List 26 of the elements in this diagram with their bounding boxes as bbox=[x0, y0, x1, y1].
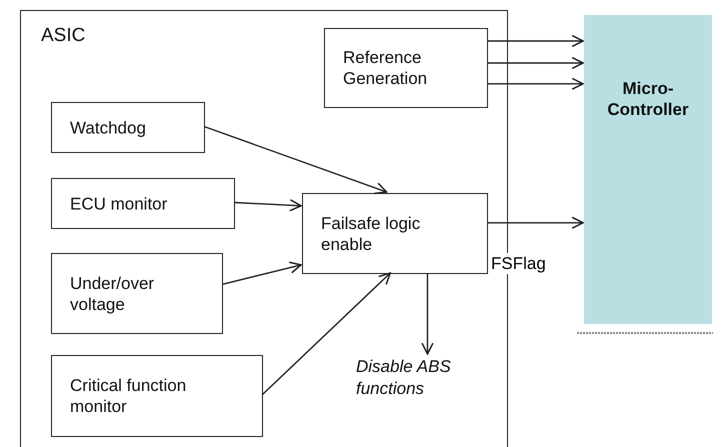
block-label: Critical function monitor bbox=[70, 375, 188, 417]
arrow bbox=[222, 261, 302, 286]
block-box bbox=[302, 193, 488, 274]
arrow bbox=[487, 34, 584, 48]
arrow bbox=[487, 216, 584, 229]
block-label: Watchdog bbox=[70, 117, 147, 138]
block-label: ECU monitor bbox=[70, 193, 168, 214]
block-box bbox=[51, 253, 223, 334]
block-title: ASIC bbox=[41, 25, 86, 46]
arrow bbox=[204, 126, 388, 194]
output-text: Disable ABS functions bbox=[356, 356, 506, 400]
block-label: Failsafe logic enable bbox=[321, 212, 422, 254]
arrow bbox=[234, 199, 302, 212]
arrow bbox=[487, 78, 584, 90]
controller-block bbox=[584, 15, 712, 324]
arrow bbox=[262, 272, 392, 396]
block-label: Under/over voltage bbox=[70, 272, 156, 314]
block-label: Micro- Controller bbox=[606, 78, 690, 120]
block-box bbox=[51, 102, 205, 153]
arrow bbox=[421, 273, 434, 355]
arrow bbox=[487, 56, 584, 70]
block-box bbox=[51, 355, 263, 437]
block-box bbox=[51, 178, 235, 229]
block-label: Reference Generation bbox=[343, 47, 428, 89]
block-box bbox=[324, 28, 488, 108]
edge-label: FSFlag bbox=[491, 252, 546, 274]
